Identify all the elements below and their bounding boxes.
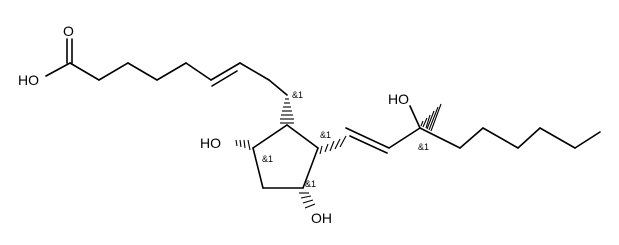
lower-side-chain [345, 127, 421, 154]
upper-side-chain [98, 62, 288, 96]
carboxylic-acid-group [45, 38, 100, 81]
carbonyl-oxygen-label: O [63, 23, 74, 39]
c11-stereo-label: &1 [305, 179, 316, 189]
hashed-wedge-c11-oh [299, 192, 316, 209]
c12-stereo-label: &1 [320, 130, 331, 140]
acid-hydroxyl-label: HO [18, 72, 39, 88]
c11-hydroxyl-label: OH [311, 210, 332, 226]
c15-stereo-label: &1 [418, 142, 429, 152]
c15-substituents [409, 105, 461, 149]
c9-hydroxyl-label: HO [200, 135, 221, 151]
c8-stereo-label: &1 [292, 90, 303, 100]
hashed-wedge-c15-methyl [420, 103, 442, 132]
cyclopentane-ring [252, 124, 319, 189]
hashed-wedge-c9-oh [235, 139, 251, 151]
c15-hydroxyl-label: HO [388, 91, 409, 107]
hashed-wedge-c12 [319, 135, 347, 155]
pentyl-chain [459, 127, 601, 149]
hashed-wedge-c8 [280, 98, 294, 124]
c9-stereo-label: &1 [262, 154, 273, 164]
